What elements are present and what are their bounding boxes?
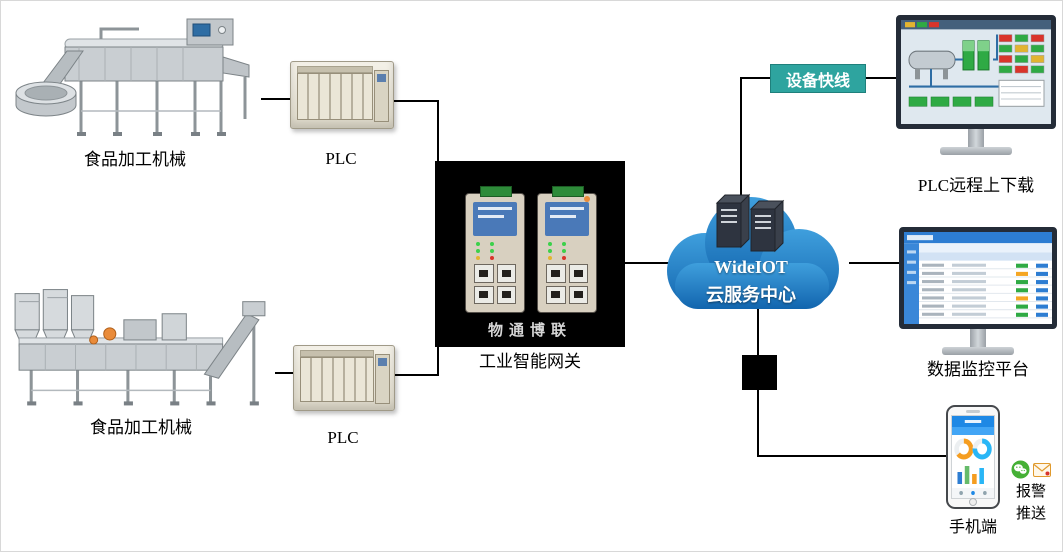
machine1-illustration	[15, 18, 250, 136]
phone-image	[946, 405, 1000, 509]
power-led	[584, 196, 590, 202]
alarm-label-line1: 报警	[1015, 484, 1046, 500]
phone-screen	[951, 415, 995, 499]
terminal-block	[552, 186, 584, 197]
scada-screen	[896, 15, 1056, 129]
plc1-image	[290, 61, 394, 129]
phone-label: 手机端	[948, 519, 997, 536]
wechat-icon	[1011, 460, 1030, 479]
monitor-stand	[970, 329, 986, 347]
phone-speaker	[966, 410, 980, 413]
wire-plc2-gateway	[393, 347, 439, 376]
machine1-label: 食品加工机械	[84, 150, 186, 169]
cloud-image: WideIOT 云服务中心	[647, 173, 855, 325]
gateway-brand: 物通博联	[487, 323, 572, 339]
ethernet-ports	[474, 264, 516, 304]
ethernet-ports	[546, 264, 588, 304]
monitor-base	[940, 147, 1012, 155]
cloud-illustration	[667, 193, 839, 309]
plc2-modules	[300, 357, 374, 402]
machine2-image	[5, 281, 277, 413]
cloud-subtitle: 云服务中心	[706, 285, 796, 305]
plc2-vent	[300, 350, 374, 357]
led-indicators	[476, 242, 480, 246]
plc2-image	[293, 345, 395, 411]
gateway-label: 工业智能网关	[479, 352, 581, 371]
junction-box	[742, 355, 777, 390]
mail-icon	[1033, 462, 1051, 477]
plc1-label: PLC	[325, 149, 357, 168]
monitor-plc-label: PLC远程上下载	[917, 176, 1035, 195]
gateway-front-panel	[545, 202, 589, 236]
monitor-base	[942, 347, 1014, 355]
dashboard-screen	[899, 227, 1057, 329]
scada-illustration	[901, 20, 1051, 124]
plc1-vent	[297, 66, 373, 73]
plc1-modules	[297, 73, 373, 120]
dashboard-illustration	[904, 232, 1052, 324]
gateway-router-2	[537, 186, 597, 313]
machine2-label: 食品加工机械	[90, 418, 192, 437]
gateway-image: 物通博联	[435, 161, 625, 347]
monitor-stand	[968, 129, 984, 147]
plc2-cpu-module	[375, 354, 390, 404]
plc1-cpu-module	[374, 70, 389, 122]
server-towers	[715, 193, 785, 253]
monitor-data-image	[899, 227, 1057, 355]
terminal-block	[480, 186, 512, 197]
gateway-front-panel	[473, 202, 517, 236]
alarm-label-line2: 推送	[1015, 506, 1046, 522]
plc2-label: PLC	[327, 428, 359, 447]
gateway-router-1	[465, 186, 525, 313]
phone-home-button	[969, 498, 977, 506]
wire-cloud-phone	[757, 301, 948, 457]
phone-app-illustration	[952, 416, 994, 498]
cloud-title: WideIOT	[714, 257, 788, 277]
led-indicators	[548, 242, 552, 246]
wire-plc1-gateway	[390, 100, 439, 161]
express-line-badge: 设备快线	[770, 64, 866, 93]
monitor-data-label: 数据监控平台	[927, 360, 1029, 379]
machine2-illustration	[14, 289, 266, 406]
machine1-image	[9, 7, 261, 152]
monitor-plc-image	[896, 15, 1056, 155]
